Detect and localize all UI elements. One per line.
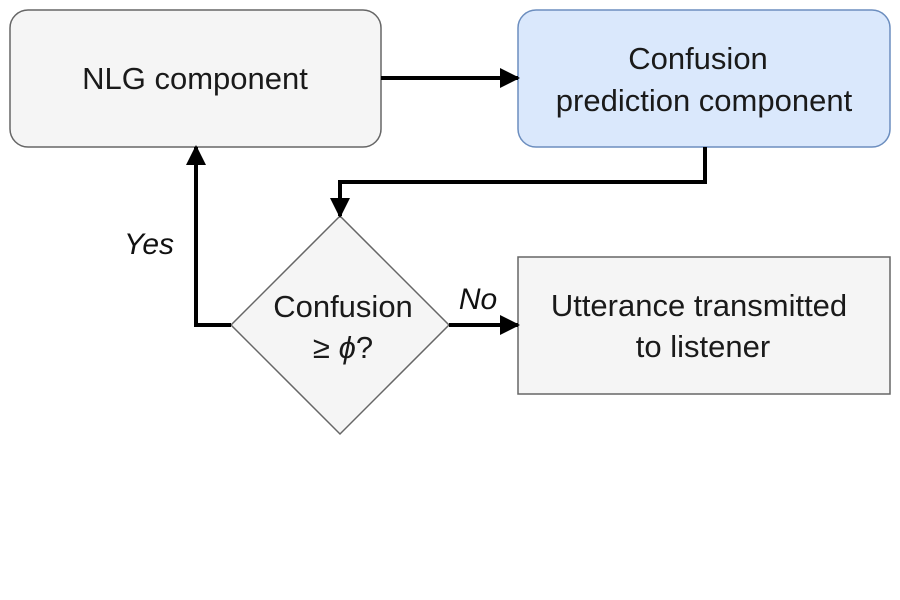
confusion-prediction-label-line1: Confusion	[628, 41, 768, 76]
confusion-prediction-node: Confusion prediction component	[517, 9, 891, 148]
phi-symbol: ϕ	[339, 330, 356, 365]
decision-label-prefix: ≥	[313, 330, 339, 365]
arrow-decision-yes-to-nlg	[186, 145, 231, 327]
utterance-label-line1: Utterance transmitted	[551, 288, 847, 323]
decision-label-line1: Confusion	[273, 289, 413, 324]
utterance-node: Utterance transmitted to listener	[517, 256, 891, 395]
confusion-prediction-box	[517, 9, 891, 148]
decision-label-line2: ≥ ϕ?	[313, 330, 373, 365]
utterance-box	[517, 256, 891, 395]
decision-diamond	[229, 214, 451, 436]
decision-label-suffix: ?	[356, 330, 373, 365]
nlg-component-node: NLG component	[9, 9, 382, 148]
arrow-confusion-prediction-to-decision	[330, 147, 707, 218]
no-edge-label: No	[459, 283, 497, 316]
nlg-component-label: NLG component	[82, 61, 308, 96]
confusion-prediction-label-line2: prediction component	[556, 83, 853, 118]
yes-edge-label: Yes	[124, 228, 174, 261]
utterance-label-line2: to listener	[636, 329, 770, 364]
decision-node: Confusion ≥ ϕ?	[229, 214, 451, 436]
